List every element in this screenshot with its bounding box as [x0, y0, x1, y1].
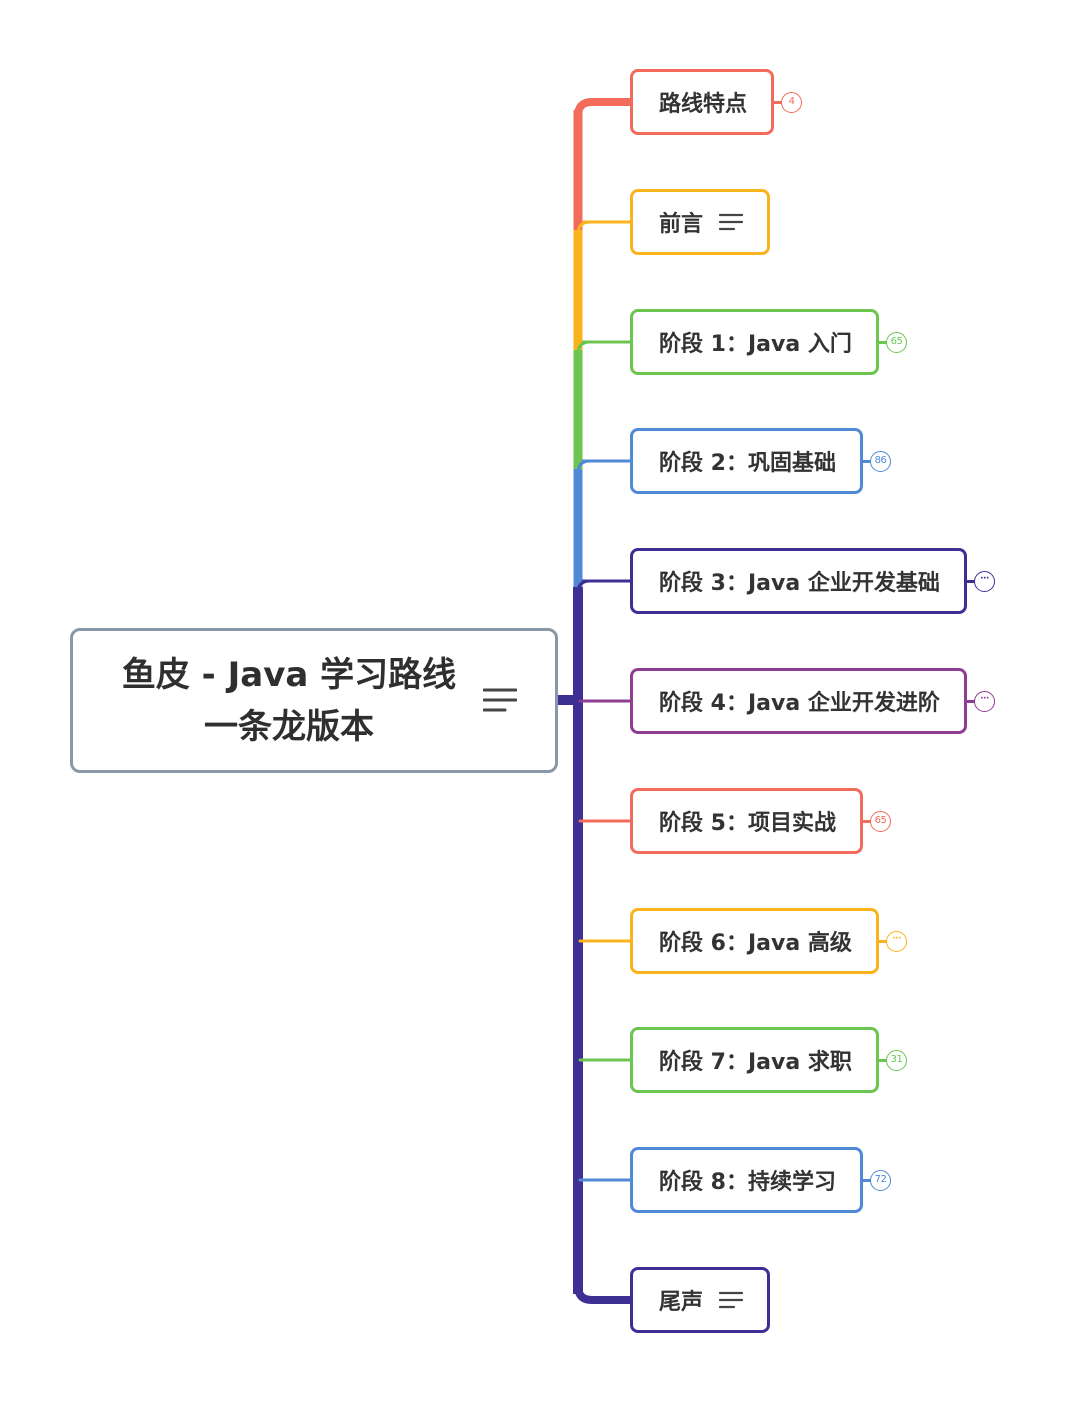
badge-connector [967, 580, 975, 583]
collapsed-children-count-icon[interactable]: 31 [886, 1050, 907, 1071]
collapsed-children-count-icon[interactable]: 72 [870, 1170, 891, 1191]
branch-topic[interactable]: 阶段 1：Java 入门 [630, 309, 879, 375]
branch-label: 阶段 6：Java 高级 [659, 931, 852, 956]
root-title: 鱼皮 - Java 学习路线 一条龙版本 [85, 649, 493, 753]
badge-connector [863, 460, 871, 463]
badge-connector [967, 700, 975, 703]
trunk-segment [573, 350, 583, 469]
branch-topic[interactable]: 阶段 4：Java 企业开发进阶 [630, 668, 967, 734]
branch-label: 阶段 5：项目实战 [659, 811, 836, 836]
branch-connector [574, 1282, 634, 1304]
branch-topic[interactable]: 阶段 7：Java 求职 [630, 1027, 879, 1093]
trunk-segment [573, 230, 583, 350]
branch-label: 前言 [659, 212, 704, 237]
trunk-segment [573, 587, 583, 1294]
branch-label: 阶段 4：Java 企业开发进阶 [659, 691, 940, 716]
branch-label: 阶段 8：持续学习 [659, 1170, 836, 1195]
trunk-segment [573, 469, 583, 589]
badge-connector [879, 341, 887, 344]
notes-lines-icon[interactable] [719, 1290, 744, 1310]
branch-topic[interactable]: 阶段 2：巩固基础 [630, 428, 863, 494]
branch-connector [576, 579, 632, 595]
branch-topic[interactable]: 路线特点 [630, 69, 775, 135]
branch-label: 阶段 1：Java 入门 [659, 332, 852, 357]
collapsed-children-count-icon[interactable]: 65 [886, 332, 907, 353]
collapsed-children-count-icon[interactable]: ··· [974, 691, 995, 712]
branch-label: 路线特点 [659, 92, 748, 117]
collapsed-children-count-icon[interactable]: 4 [781, 92, 802, 113]
branch-connector [576, 459, 632, 475]
branch-connector [576, 340, 632, 356]
badge-connector [863, 820, 871, 823]
badge-connector [774, 101, 782, 104]
branch-label: 阶段 7：Java 求职 [659, 1050, 852, 1075]
badge-connector [879, 1059, 887, 1062]
collapsed-children-count-icon[interactable]: 65 [870, 811, 891, 832]
branch-connector [574, 98, 634, 120]
branch-topic[interactable]: 阶段 6：Java 高级 [630, 908, 879, 974]
trunk-segment [573, 110, 583, 230]
notes-lines-icon[interactable] [719, 212, 744, 232]
badge-connector [879, 940, 887, 943]
branch-topic[interactable]: 前言 [630, 189, 771, 255]
notes-lines-icon[interactable] [483, 687, 517, 713]
badge-connector [863, 1179, 871, 1182]
root-title-line-1: 鱼皮 - Java 学习路线 [121, 655, 457, 695]
branch-label: 阶段 3：Java 企业开发基础 [659, 571, 940, 596]
collapsed-children-count-icon[interactable]: ··· [974, 571, 995, 592]
root-title-line-2: 一条龙版本 [204, 707, 374, 747]
branch-topic[interactable]: 阶段 5：项目实战 [630, 788, 863, 854]
collapsed-children-count-icon[interactable]: 86 [870, 451, 891, 472]
branch-label: 阶段 2：巩固基础 [659, 451, 836, 476]
root-link [558, 695, 582, 705]
branch-connector [576, 220, 632, 236]
branch-topic[interactable]: 尾声 [630, 1267, 771, 1333]
branch-topic[interactable]: 阶段 3：Java 企业开发基础 [630, 548, 967, 614]
root-topic[interactable]: 鱼皮 - Java 学习路线 一条龙版本 [70, 628, 558, 773]
branch-label: 尾声 [659, 1290, 704, 1315]
branch-topic[interactable]: 阶段 8：持续学习 [630, 1147, 863, 1213]
collapsed-children-count-icon[interactable]: ··· [886, 931, 907, 952]
